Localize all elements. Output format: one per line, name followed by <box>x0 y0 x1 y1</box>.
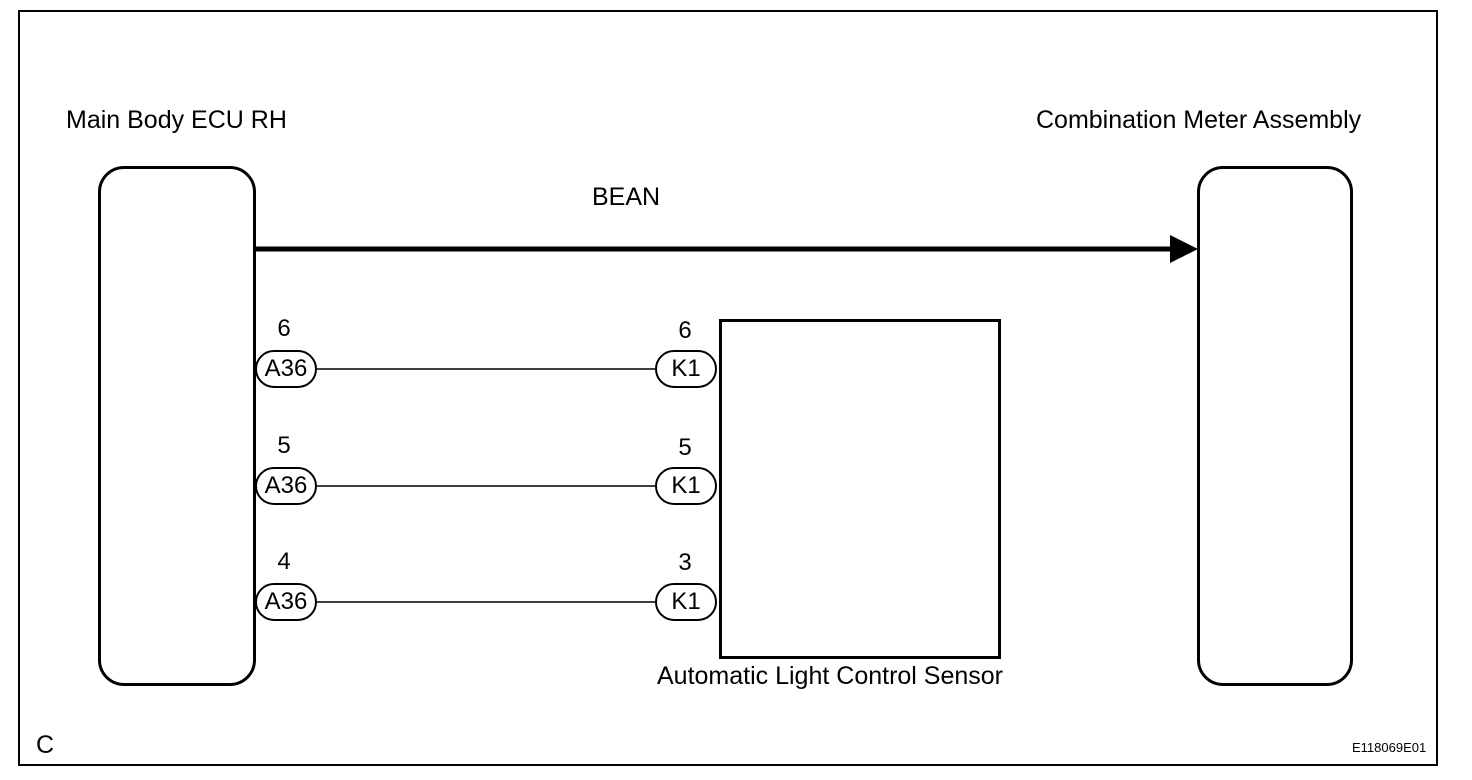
sensor-label: Automatic Light Control Sensor <box>657 662 1004 690</box>
from-connector-1: A36 <box>255 350 317 388</box>
bus-label: BEAN <box>592 183 661 211</box>
from-pin-2: 5 <box>277 432 291 459</box>
to-pin-1: 6 <box>678 317 692 344</box>
light-sensor-box <box>719 319 1001 659</box>
left-ecu-label: Main Body ECU RH <box>66 106 287 134</box>
to-pin-3: 3 <box>678 549 692 576</box>
main-body-ecu-box <box>98 166 256 686</box>
bean-arrowhead <box>1170 235 1198 263</box>
from-pin-3: 4 <box>277 548 291 575</box>
to-pin-2: 5 <box>678 434 692 461</box>
from-pin-1: 6 <box>277 315 291 342</box>
diagram-frame <box>18 10 1438 766</box>
to-connector-3: K1 <box>655 583 717 621</box>
to-connector-1: K1 <box>655 350 717 388</box>
combination-meter-box <box>1197 166 1353 686</box>
to-connector-2: K1 <box>655 467 717 505</box>
from-connector-2: A36 <box>255 467 317 505</box>
figure-id: E118069E01 <box>1352 740 1427 755</box>
from-connector-3: A36 <box>255 583 317 621</box>
corner-letter: C <box>36 731 55 759</box>
right-meter-label: Combination Meter Assembly <box>1036 106 1362 134</box>
